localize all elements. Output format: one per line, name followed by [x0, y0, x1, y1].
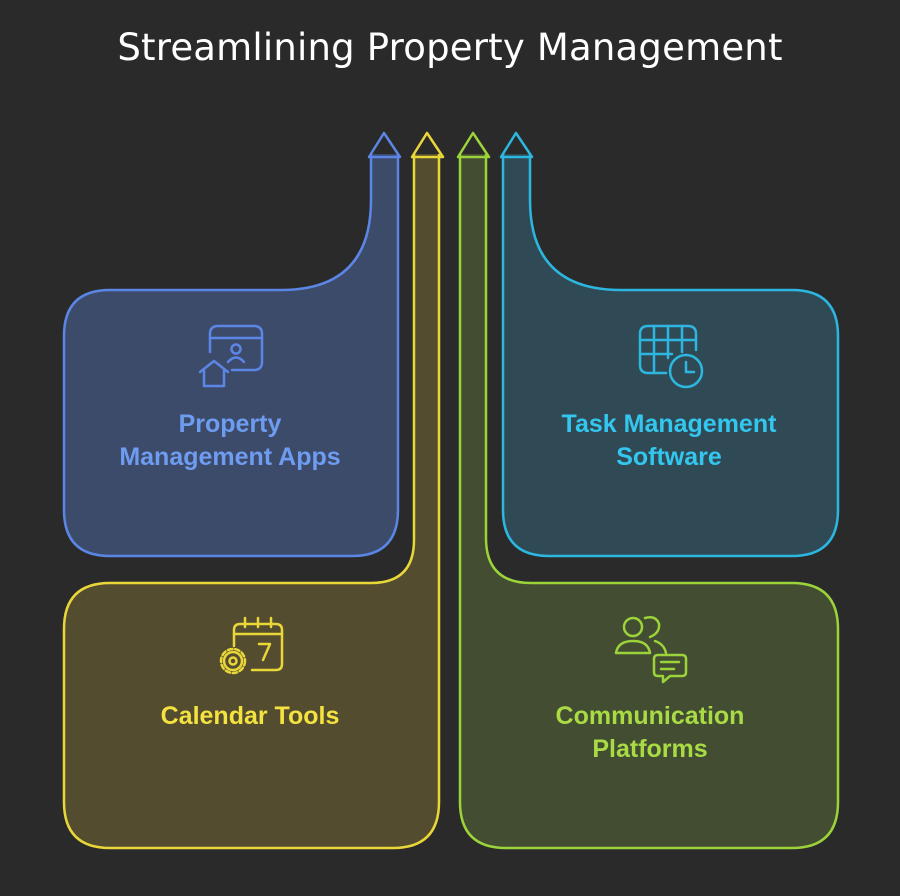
card-label-property-management-apps: Property Management Apps [80, 408, 380, 474]
card-label-line: Platforms [592, 735, 708, 763]
table-clock-icon [638, 324, 704, 389]
arrow-cyan-icon [499, 131, 534, 159]
users-chat-icon [614, 616, 688, 684]
card-property-management-apps [62, 154, 400, 558]
card-label-line: Calendar Tools [160, 702, 340, 730]
page-title: Streamlining Property Management [117, 26, 783, 69]
card-label-calendar-tools: Calendar Tools [80, 700, 420, 733]
card-calendar-tools [62, 154, 441, 850]
card-label-line: Software [616, 443, 722, 471]
calendar-gear-icon [219, 616, 284, 675]
arrow-green-icon [456, 131, 491, 159]
card-communication-platforms [458, 154, 840, 850]
card-label-line: Property [178, 410, 282, 438]
card-label-line: Management Apps [119, 443, 341, 471]
card-label-task-management-software: Task Management Software [519, 408, 819, 474]
card-label-line: Communication [555, 702, 745, 730]
property-app-icon [198, 324, 264, 388]
card-label-communication-platforms: Communication Platforms [480, 700, 820, 766]
arrow-yellow-icon [410, 131, 445, 159]
arrow-blue-icon [367, 131, 402, 159]
card-label-line: Task Management [561, 410, 777, 438]
